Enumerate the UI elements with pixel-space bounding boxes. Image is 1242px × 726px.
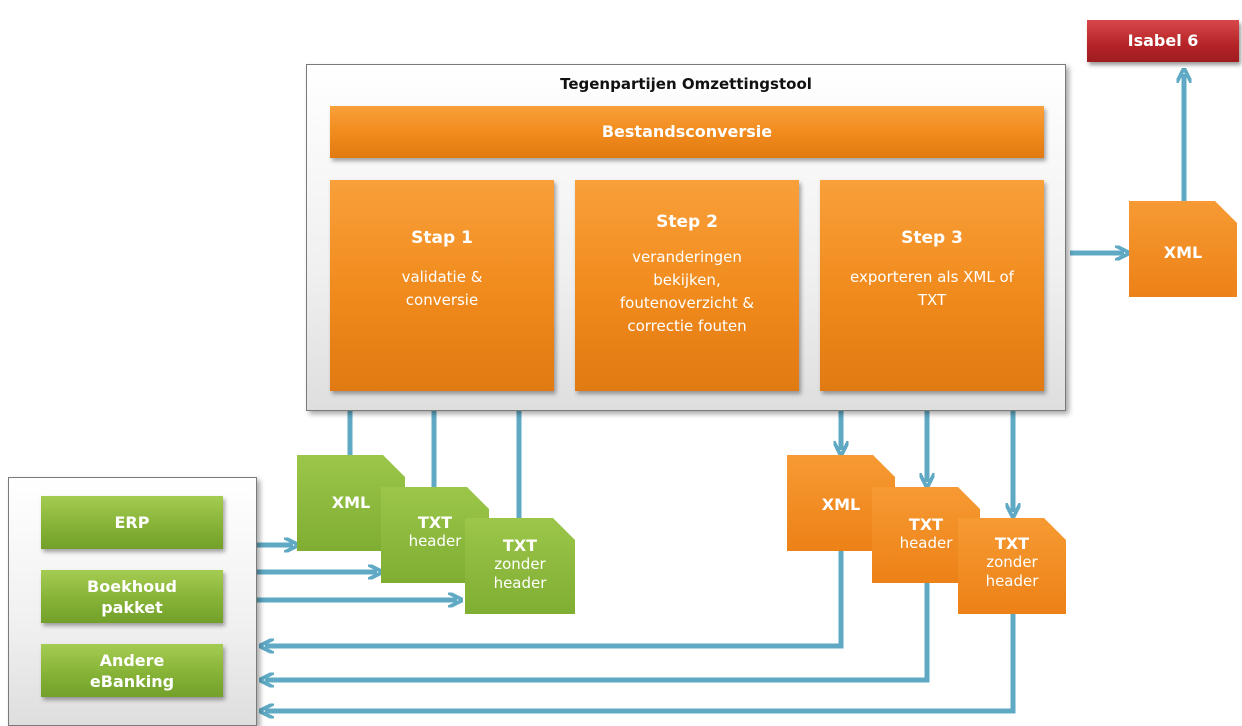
step-2-box: Step 2 veranderingen bekijken, foutenove… <box>575 180 799 391</box>
step-3-box: Step 3 exporteren als XML of TXT <box>820 180 1044 391</box>
input-txt-zonder-format: TXT <box>502 536 538 555</box>
output-lower-xml-format: XML <box>821 495 861 514</box>
step-3-description: exporteren als XML of TXT <box>850 268 1014 309</box>
output-txt-zonder-format: TXT <box>994 534 1030 553</box>
input-txt-header-sub: header <box>408 532 462 550</box>
conversion-bar: Bestandsconversie <box>330 106 1044 158</box>
input-txt-zonder-header-file: TXT zonder header <box>465 518 575 614</box>
isabel-6-target: Isabel 6 <box>1087 20 1239 62</box>
input-txt-zonder-sub: zonder header <box>493 555 547 592</box>
input-txt-header-format: TXT <box>417 513 453 532</box>
output-xml-label: XML <box>1163 243 1203 262</box>
arrow-return-txt-zonder <box>265 614 1016 711</box>
input-xml-format: XML <box>331 493 371 512</box>
arrow-return-xml <box>265 548 844 646</box>
output-txt-header-sub: header <box>899 534 953 552</box>
step-1-box: Stap 1 validatie & conversie <box>330 180 554 391</box>
step-2-title: Step 2 <box>656 212 718 232</box>
step-2-description: veranderingen bekijken, foutenoverzicht … <box>619 248 755 335</box>
tool-title: Tegenpartijen Omzettingstool <box>560 75 812 93</box>
output-txt-zonder-sub: zonder header <box>985 553 1039 590</box>
source-erp: ERP <box>41 496 223 549</box>
source-andere-ebanking: Andere eBanking <box>41 644 223 697</box>
step-3-title: Step 3 <box>901 228 963 248</box>
step-1-title: Stap 1 <box>411 228 473 248</box>
output-xml-file: XML <box>1129 201 1237 297</box>
source-boekhoud-pakket: Boekhoud pakket <box>41 570 223 623</box>
arrow-return-txt-header <box>265 583 930 680</box>
step-1-description: validatie & conversie <box>401 268 483 309</box>
output-txt-header-format: TXT <box>908 515 944 534</box>
output-txt-zonder-header-file: TXT zonder header <box>958 518 1066 614</box>
